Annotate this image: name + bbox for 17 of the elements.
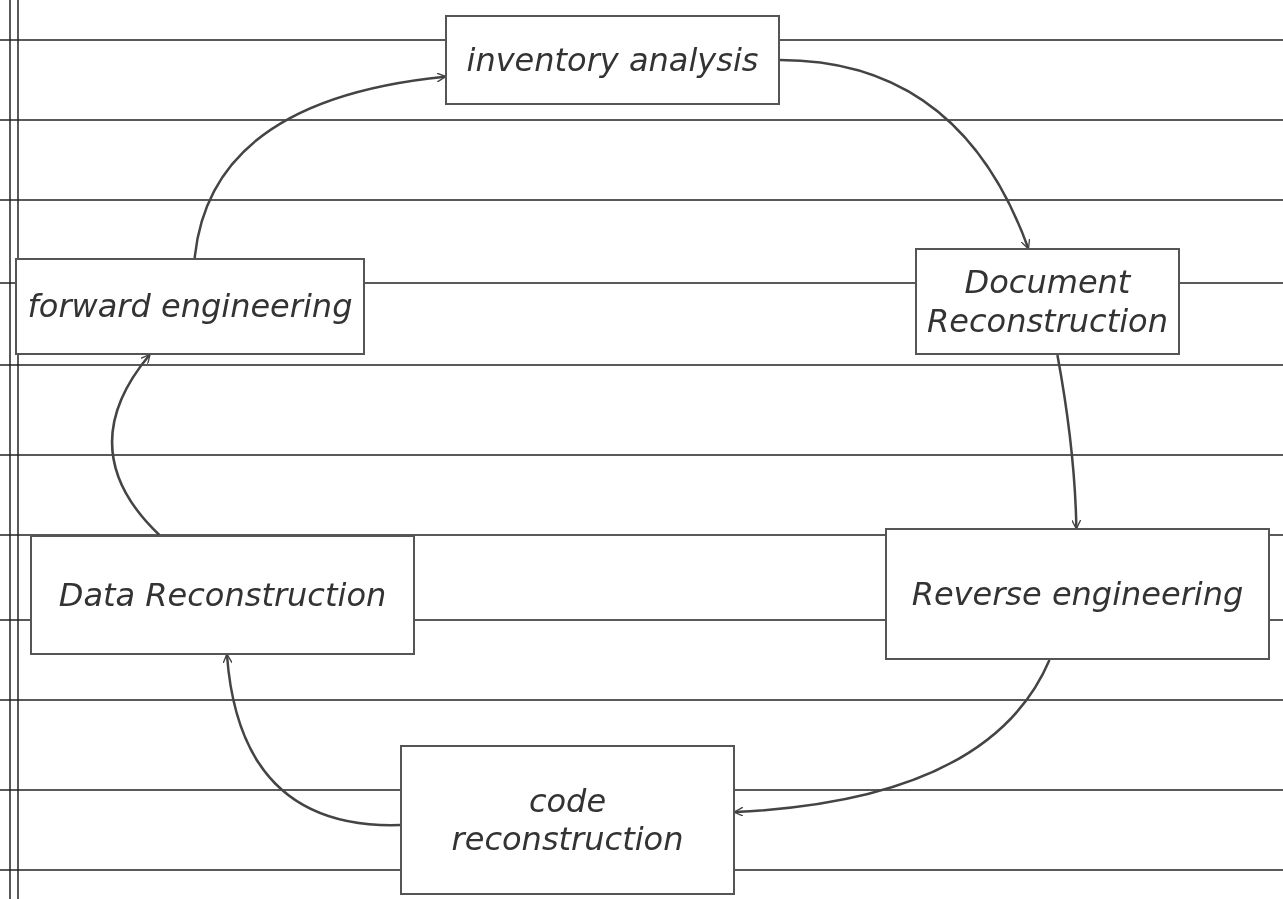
step-label: Reverse engineering [911, 574, 1244, 614]
process-box [885, 528, 1270, 660]
step-label: inventory analysis [466, 40, 759, 80]
process-box [30, 535, 415, 655]
process-box [400, 745, 735, 895]
curved-arrow [779, 58, 1030, 250]
process-box [915, 248, 1180, 355]
step-label: Document Reconstruction [927, 263, 1168, 340]
step-label: Data Reconstruction [58, 575, 387, 615]
step-label: code reconstruction [450, 781, 685, 859]
process-box [445, 15, 780, 105]
process-box [15, 258, 365, 355]
step-label: forward engineering [27, 287, 353, 326]
curved-arrow [193, 72, 447, 259]
curved-arrow [1056, 354, 1082, 530]
curved-arrow [110, 353, 161, 536]
curved-arrow [222, 653, 401, 827]
